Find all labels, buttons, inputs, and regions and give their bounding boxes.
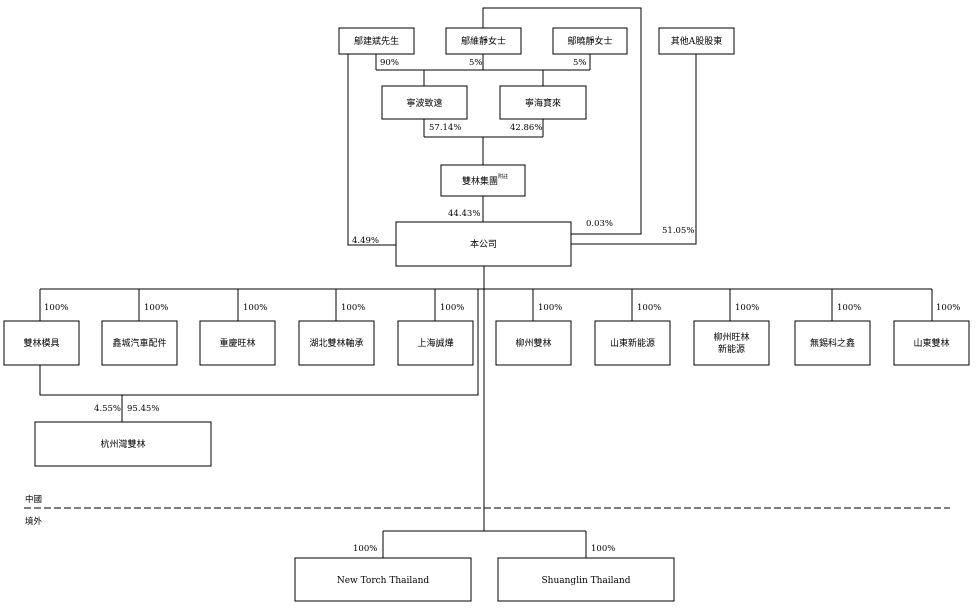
region-label-china: 中國 (25, 494, 42, 505)
box-zou-xiaojing (552, 27, 628, 55)
pct-liuzhou-wl: 100% (735, 303, 759, 313)
pct-sl-thailand: 100% (591, 544, 615, 554)
label-hubei-shuanglin: 湖北雙林軸承 (309, 337, 363, 349)
label-shandong-new-energy: 山東新能源 (610, 337, 655, 349)
line-weijing-company (482, 7, 642, 235)
box-zou-weijing (445, 27, 522, 55)
pct-shanghai: 100% (440, 303, 464, 313)
line-hz-bar (39, 289, 479, 396)
pct-new-torch: 100% (353, 544, 377, 554)
label-ninghai-baolai: 寧海寶來 (525, 97, 561, 109)
pct-hubei: 100% (341, 303, 365, 313)
box-hangzhou-bay-shuanglin (34, 421, 212, 467)
box-ningbo-zhida (381, 85, 468, 120)
label-liuzhou-shuanglin: 柳州雙林 (515, 337, 551, 349)
label-liuzhou-wanglin-line1: 柳州旺林 (713, 331, 749, 343)
pct-baolai-group: 42.86% (510, 123, 542, 133)
box-liuzhou-shuanglin (495, 320, 572, 366)
connectors (24, 7, 950, 558)
label-other-a-shareholders: 其他A股股東 (671, 35, 723, 47)
region-labels: 中國 境外 (25, 494, 43, 527)
box-hubei-shuanglin (298, 320, 375, 366)
pct-other-company: 51.05% (662, 226, 694, 236)
label-liuzhou-wanglin-line2: 新能源 (718, 343, 745, 355)
label-xincheng-auto: 鑫城汽車配件 (112, 337, 166, 349)
label-zou-jianbin: 鄔建斌先生 (354, 35, 399, 47)
pct-jianbin-zhida: 90% (380, 58, 399, 68)
label-chongqing-wanglin: 重慶旺林 (219, 337, 255, 349)
box-new-torch-thailand (294, 557, 472, 602)
label-wuxi-kezhixin: 無錫科之鑫 (810, 337, 855, 349)
box-zou-jianbin (338, 27, 415, 55)
label-shanghai-chengzhe: 上海誠燁 (417, 337, 453, 349)
box-shuanglin-thailand (497, 557, 675, 602)
pct-mould: 100% (44, 303, 68, 313)
subsidiaries: 雙林模具 鑫城汽車配件 重慶旺林 湖北雙林軸承 上海誠燁 柳州雙林 山東新能源 … (3, 320, 970, 467)
label-shuanglin-group: 雙林集團 (462, 175, 498, 187)
label-group-note: 附註 (498, 173, 508, 180)
label-shuanglin-mould: 雙林模具 (23, 337, 59, 349)
box-ninghai-baolai (499, 85, 587, 120)
label-ningbo-zhida: 寧波致遠 (406, 97, 442, 109)
pct-weijing-zhida: 5% (469, 58, 483, 68)
line-other-company (571, 54, 697, 245)
box-liuzhou-wanglin (693, 320, 770, 366)
holding-companies: 寧波致遠 寧海寶來 雙林集團 附註 本公司 (381, 85, 587, 267)
label-shuanglin-thailand: Shuanglin Thailand (542, 576, 631, 586)
label-zou-weijing: 鄔維靜女士 (461, 35, 506, 47)
region-label-overseas: 境外 (25, 516, 43, 527)
top-shareholders: 鄔建斌先生 鄔維靜女士 鄔曉靜女士 其他A股股東 (338, 27, 735, 55)
overseas-subsidiaries: New Torch Thailand Shuanglin Thailand (294, 557, 675, 602)
box-shuanglin-mould (3, 320, 80, 366)
box-company (395, 221, 572, 267)
box-shuanglin-group (440, 164, 526, 197)
pct-hz-from-mould: 4.55% (94, 404, 121, 414)
pct-hz-from-company: 95.45% (127, 404, 159, 414)
box-wuxi-kezhixin (794, 320, 871, 366)
pct-group-company: 44.43% (448, 209, 480, 219)
percentage-labels: 90% 5% 5% 57.14% 42.86% 44.43% 4.49% 0.0… (44, 58, 960, 554)
pct-liuzhou: 100% (538, 303, 562, 313)
label-zou-xiaojing: 鄔曉靜女士 (567, 35, 612, 47)
label-new-torch-thailand: New Torch Thailand (337, 576, 430, 586)
pct-xincheng: 100% (144, 303, 168, 313)
box-shandong-new-energy (594, 320, 671, 366)
box-shandong-shuanglin (893, 320, 970, 366)
box-shanghai-chengzhe (397, 320, 474, 366)
box-other-a-shareholders (658, 27, 735, 55)
box-xincheng-auto (101, 320, 178, 366)
pct-shandong-sl: 100% (936, 303, 960, 313)
label-company: 本公司 (470, 238, 497, 250)
pct-jianbin-company: 4.49% (352, 236, 379, 246)
box-chongqing-wanglin (199, 320, 276, 366)
pct-wuxi: 100% (837, 303, 861, 313)
label-hangzhou-bay-shuanglin: 杭州灣雙林 (100, 438, 145, 450)
pct-zhida-group: 57.14% (429, 123, 461, 133)
pct-weijing-company: 0.03% (586, 219, 613, 229)
pct-shandong-ne: 100% (637, 303, 661, 313)
label-shandong-shuanglin: 山東雙林 (913, 337, 949, 349)
pct-xiaojing-zhida: 5% (573, 58, 587, 68)
pct-chongqing: 100% (243, 303, 267, 313)
line-jianbin-company (347, 54, 396, 246)
